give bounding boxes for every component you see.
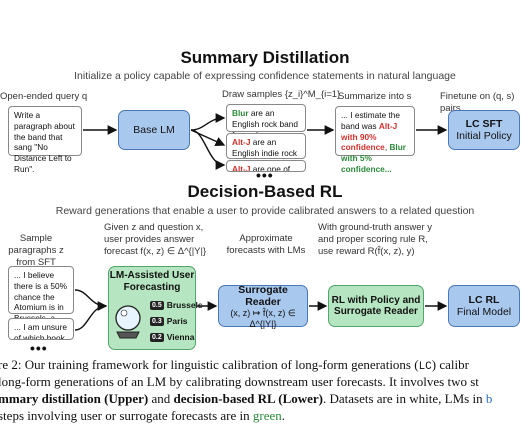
forecast-prob: 0.5 — [150, 300, 164, 310]
col-label-truth: With ground-truth answer y and proper sc… — [318, 222, 433, 257]
summary-box: ... I estimate the band was Alt-J with 9… — [335, 106, 415, 174]
arrow-para2-to-forecast — [74, 305, 107, 331]
caption-l1a: re 2: Our training framework for linguis… — [0, 357, 419, 372]
summary-distillation-subtitle: Initialize a policy capable of expressin… — [74, 70, 456, 82]
arrow-para1-to-forecast — [74, 289, 108, 311]
sample2-name: Alt-J — [232, 137, 251, 147]
caption-line-2: long-form generations of an LM by calibr… — [0, 374, 479, 389]
forecast-city: Brussels — [166, 300, 203, 310]
lc-sft-sub: Initial Policy — [456, 130, 512, 142]
lc-rl-sub: Final Model — [456, 306, 512, 318]
col-label-summarize: Summarize into s — [338, 91, 412, 102]
caption-line-4: steps involving user or surrogate foreca… — [0, 407, 528, 424]
samples-ellipsis: ••• — [256, 167, 274, 183]
caption-l3-mid: and — [148, 391, 174, 406]
forecast-title: LM-Assisted User Forecasting — [109, 270, 195, 293]
caption-line-3: mmary distillation (Upper) and decision-… — [0, 390, 528, 407]
col-label-finetune: Finetune on (q, s) pairs — [440, 91, 515, 114]
col-label-given: Given z and question x, user provides an… — [104, 222, 207, 257]
lc-sft-box: LC SFT Initial Policy — [448, 110, 520, 150]
arrow-lm-to-sample3 — [190, 129, 226, 170]
summary-red: Alt-J with 90% confidence — [341, 120, 398, 153]
lc-sft-title: LC SFT — [465, 118, 503, 130]
caption-l4-green: green — [252, 408, 282, 423]
caption-l1b: ) calibr — [431, 357, 469, 372]
sample3-rest: are one of the — [252, 164, 291, 172]
decision-rl-subtitle: Reward generations that enable a user to… — [55, 205, 475, 217]
lc-rl-box: LC RL Final Model — [448, 285, 520, 327]
col-label-query: Open-ended query q — [0, 91, 88, 102]
summary-blue: Blur with 5% confidence... — [341, 142, 407, 174]
summary-pre: ... I estimate the band was — [341, 110, 401, 131]
forecast-prob: 0.3 — [150, 316, 164, 326]
caption-l3-bold1: mmary distillation (Upper) — [0, 391, 149, 406]
rl-surrogate-box: RL with Policy and Surrogate Reader — [328, 285, 424, 327]
forecast-city: Paris — [166, 316, 188, 326]
query-text: Write a paragraph about the band that sa… — [14, 110, 75, 174]
summary-mid: , — [384, 142, 390, 153]
summary-distillation-title: Summary Distillation — [180, 48, 350, 67]
surrogate-reader-box: Surrogate Reader (x, z) ↦ f̂(x, z) ∈ Δ^{… — [218, 283, 308, 329]
forecast-city: Vienna — [166, 332, 195, 342]
forecast-prob: 0.2 — [150, 332, 164, 342]
arrow-lm-to-sample1 — [190, 113, 226, 131]
surrogate-formula: (x, z) ↦ f̂(x, z) ∈ Δ^{|Y|} — [230, 307, 296, 329]
base-lm-label: Base LM — [133, 124, 175, 136]
surrogate-title: Surrogate Reader — [238, 283, 288, 308]
caption-l4b: . — [281, 408, 285, 423]
caption-l3-blue: b — [485, 391, 493, 406]
paragraph2-text: ... I am unsure of which book — [14, 322, 68, 340]
caption-l3-bold2: decision-based RL (Lower) — [173, 391, 324, 406]
caption-l1-lc: LC — [418, 361, 432, 373]
query-box: Write a paragraph about the band that sa… — [8, 106, 82, 174]
col-label-approx: Approximate forecasts with LMs — [226, 233, 306, 256]
base-lm-box: Base LM — [118, 110, 190, 150]
caption-l4a: steps involving user or surrogate foreca… — [0, 408, 253, 423]
paragraphs-ellipsis: ••• — [30, 340, 48, 356]
crystal-ball-icon — [115, 305, 141, 339]
col-label-draw: Draw samples {z_i}^M_{i=1} — [222, 89, 341, 100]
sample1-name: Blur — [232, 108, 249, 118]
rl-title: RL with Policy and Surrogate Reader — [331, 295, 421, 317]
sample-box-3: Alt-J are one of the — [226, 160, 306, 172]
col-label-sample: Sample paragraphs z from SFT — [8, 233, 64, 268]
sample3-name: Alt-J — [232, 164, 251, 172]
decision-rl-title: Decision-Based RL — [187, 182, 343, 201]
caption-l3b: . Datasets are in white, LMs in — [323, 391, 486, 406]
lc-rl-title: LC RL — [468, 294, 500, 306]
caption-line-1: re 2: Our training framework for linguis… — [0, 356, 528, 375]
paragraph-box-2: ... I am unsure of which book — [8, 318, 74, 340]
